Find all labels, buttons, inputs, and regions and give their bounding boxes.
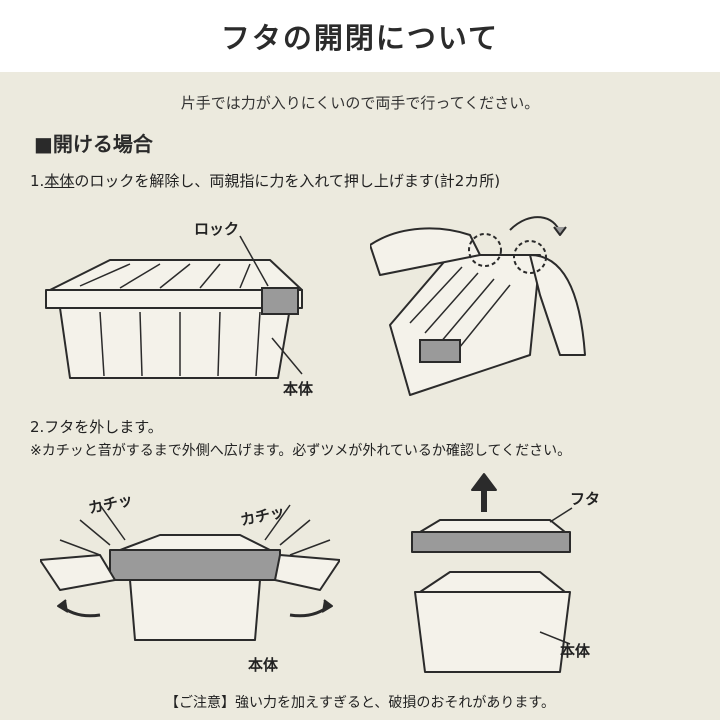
- lock-clip-front: [419, 339, 461, 363]
- step1-rest: のロックを解除し、両親指に力を入れて押し上げます(計2カ所): [74, 172, 501, 190]
- step1-underlined-word: 本体: [44, 172, 75, 190]
- label-lock: ロック: [194, 220, 240, 238]
- label-body-1: 本体: [283, 380, 314, 398]
- closed-box-illustration: [45, 235, 303, 379]
- step1-instruction: 1.本体のロックを解除し、両親指に力を入れて押し上げます(計2カ所): [30, 170, 500, 191]
- step2-title: 2.フタを外します。: [30, 418, 163, 436]
- lock-clip: [261, 287, 299, 315]
- step1-prefix: 1.: [30, 172, 45, 190]
- step2-note: ※カチッと音がするまで外側へ広げます。必ずツメが外れているか確認してください。: [30, 443, 572, 459]
- label-body-2: 本体: [248, 656, 279, 674]
- label-lid: フタ: [570, 490, 601, 508]
- section-title-open: ■開ける場合: [34, 132, 153, 156]
- lid-removed-illustration: [411, 473, 573, 673]
- page-header: フタの開閉について: [0, 0, 720, 72]
- page-title: フタの開閉について: [220, 21, 500, 55]
- caution-note: 【ご注意】強い力を加えすぎると、破損のおそれがあります。: [164, 695, 556, 711]
- label-body-3: 本体: [560, 642, 591, 660]
- hands-unlocking-illustration: [370, 216, 586, 396]
- intro-text: 片手では力が入りにくいので両手で行ってください。: [180, 94, 540, 112]
- spreading-clips-illustration: [40, 504, 340, 641]
